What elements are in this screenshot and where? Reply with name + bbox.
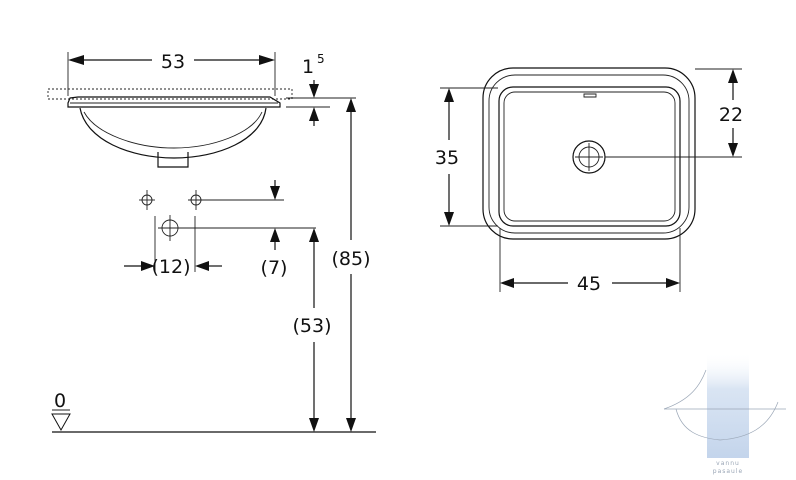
overflow-hole [583, 93, 597, 98]
basin-bowl [79, 107, 267, 159]
rim-thickness-label: 1 [302, 56, 314, 78]
basin-side-view [47, 88, 293, 168]
rim-thickness-sup: 5 [317, 52, 325, 66]
tap-holes [139, 190, 316, 272]
top-drain [572, 140, 606, 174]
depth-dimension: 35 [435, 87, 498, 227]
tap-spacing-label: (12) [151, 256, 190, 278]
lower-height-dimension: (53) [292, 228, 332, 432]
inner-width-label: 45 [577, 273, 601, 295]
width-label: 53 [161, 51, 185, 73]
inner-width-dimension: 45 [499, 228, 681, 295]
tap-offset-label: (7) [261, 257, 288, 279]
tap-spacing-dimension: (12) [124, 256, 222, 278]
total-height-label: (85) [331, 248, 370, 270]
total-height-dimension: (85) [331, 98, 371, 432]
drain-outlet [157, 152, 189, 168]
tap-offset-dimension: (7) [261, 180, 288, 279]
floor-reference: 0 [51, 390, 376, 433]
watermark-text-2: pasaule [713, 468, 743, 475]
tap-hole-left [139, 190, 155, 210]
floor-level-label: 0 [54, 390, 66, 412]
tap-hole-center [158, 215, 182, 241]
width-dimension: 53 [67, 51, 276, 96]
drain-offset-dimension: 22 [695, 68, 743, 157]
basin-outer-rim [482, 67, 696, 240]
watermark-logo: vannu pasaule [663, 352, 786, 475]
watermark-text-1: vannu [716, 460, 740, 467]
floor-level-marker [51, 413, 71, 432]
basin-top-view [482, 67, 742, 240]
countertop-outline [47, 88, 293, 100]
basin-inner-bowl [498, 86, 681, 227]
rim-thickness-dimension: 1 5 [286, 52, 356, 126]
basin-rim [67, 96, 281, 108]
tap-hole-right [188, 190, 206, 210]
lower-height-label: (53) [292, 315, 331, 337]
drain-offset-label: 22 [719, 104, 743, 126]
depth-label: 35 [435, 147, 459, 169]
